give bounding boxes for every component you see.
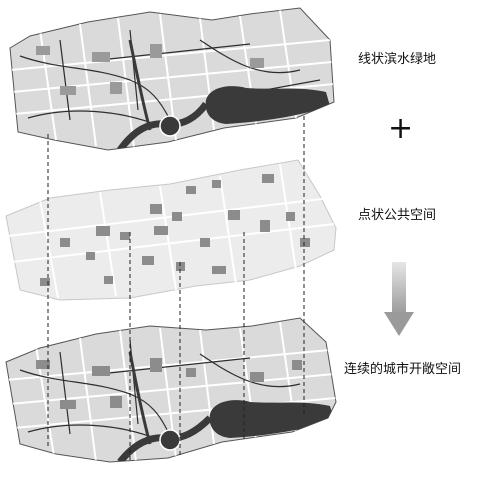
down-arrow-icon — [384, 262, 414, 336]
map-middle-roads — [7, 163, 335, 299]
map-middle — [5, 159, 337, 301]
layer-label-waterfront: 线状滨水绿地 — [358, 52, 437, 67]
public-space-points — [40, 174, 310, 286]
map-bottom — [5, 317, 337, 463]
layer-label-open-space: 连续的城市开敞空间 — [344, 362, 462, 377]
map-top — [9, 7, 335, 151]
plaza-circle — [159, 115, 181, 137]
waterfront-park — [205, 86, 330, 124]
map-middle-base — [5, 159, 337, 301]
open-space-plaza — [159, 429, 181, 451]
connector-lines — [47, 116, 305, 462]
layer-label-public-space: 点状公共空间 — [358, 208, 437, 223]
open-space-park — [209, 400, 334, 438]
map-bottom-texture — [6, 321, 336, 462]
map-top-texture — [10, 9, 334, 150]
plus-icon: + — [388, 111, 414, 146]
